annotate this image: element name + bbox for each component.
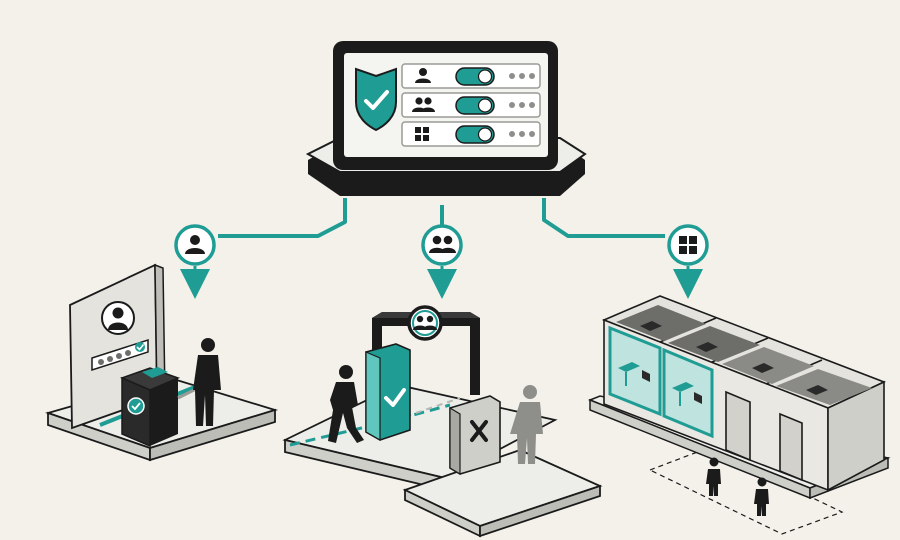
check-icon	[384, 388, 406, 407]
grid-apps-icon	[415, 127, 429, 141]
close-icon	[470, 420, 488, 442]
node-individual	[174, 224, 216, 299]
gate-denied	[449, 395, 501, 476]
scene-gate	[282, 305, 603, 538]
connector-lines	[218, 198, 665, 238]
console-row-3	[401, 121, 541, 147]
person-walking	[328, 365, 364, 443]
pin-entry	[91, 338, 149, 372]
toggle-switch[interactable]	[455, 67, 495, 86]
avatar	[101, 301, 135, 335]
status-dots	[509, 102, 535, 108]
status-dots	[509, 73, 535, 79]
walk-path	[289, 403, 451, 447]
door	[725, 390, 751, 462]
person-small	[754, 477, 769, 516]
turnstile	[119, 367, 199, 448]
gate-allowed	[365, 343, 411, 442]
connector-left	[218, 198, 347, 238]
door	[779, 412, 803, 482]
grid-apps-icon	[679, 236, 697, 254]
toggle-switch[interactable]	[455, 96, 495, 115]
user-group-icon	[407, 305, 443, 341]
zone-outline	[648, 447, 844, 535]
person-small	[706, 457, 721, 496]
scene-kiosk-turnstile	[45, 263, 279, 462]
console-row-1	[401, 63, 541, 89]
user-group-icon	[429, 235, 456, 253]
console-row-2	[401, 92, 541, 118]
central-console	[305, 41, 587, 196]
shield-check-icon	[355, 67, 397, 132]
scene-office-rooms	[587, 295, 891, 535]
toggle-switch[interactable]	[455, 125, 495, 144]
person-figure	[193, 338, 221, 426]
single-user-icon	[185, 235, 205, 254]
node-group	[421, 224, 463, 299]
single-user-icon	[415, 68, 431, 83]
node-zones	[667, 224, 709, 299]
status-dots	[509, 131, 535, 137]
room-glass-1	[608, 325, 662, 417]
user-group-icon	[412, 97, 435, 112]
room-glass-2	[662, 347, 714, 439]
person-denied	[510, 385, 543, 464]
connector-right	[542, 198, 665, 238]
